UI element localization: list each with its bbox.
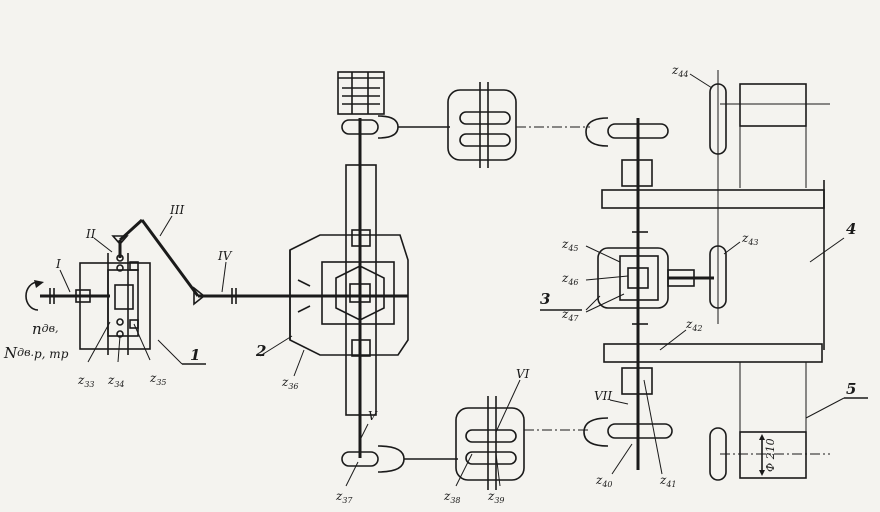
label-z34: z34 xyxy=(107,373,125,389)
top-chain-sprocket xyxy=(341,115,450,139)
label-z46: z46 xyxy=(561,271,579,287)
shaft-III-belt xyxy=(111,218,200,297)
label-shaft-V: V xyxy=(368,409,378,423)
input-shaft-I xyxy=(40,288,110,304)
label-z39: z39 xyxy=(487,489,505,505)
label-diameter: Ф 210 xyxy=(764,438,777,472)
bottom-coupling-unit xyxy=(455,396,590,490)
top-roller xyxy=(720,83,830,127)
label-z33: z33 xyxy=(77,373,95,389)
label-input-power: Nдв.p, тр xyxy=(3,344,69,362)
label-z38: z38 xyxy=(443,489,461,505)
label-shaft-VII: VII xyxy=(594,389,612,403)
label-unit-5: 5 xyxy=(846,380,856,398)
label-z44: z44 xyxy=(671,63,689,79)
bevel-gearbox-2 xyxy=(289,234,409,356)
label-z40: z40 xyxy=(595,473,613,489)
roller-5 xyxy=(709,427,830,481)
top-reservoir xyxy=(337,71,385,115)
label-z36: z36 xyxy=(281,375,299,391)
gearbox-housing-1 xyxy=(79,253,151,355)
label-unit-3: 3 xyxy=(540,290,550,308)
label-z43: z43 xyxy=(741,231,759,247)
shaft-IV xyxy=(193,286,320,306)
top-coupling-unit xyxy=(447,82,590,168)
bottom-right-sprocket xyxy=(583,367,673,447)
label-z42: z42 xyxy=(685,317,703,333)
upper-rail-4 xyxy=(601,180,825,350)
label-z45: z45 xyxy=(561,237,579,253)
work-shaft xyxy=(709,70,727,324)
vertical-frame xyxy=(345,164,377,416)
label-z37: z37 xyxy=(335,489,353,505)
bottom-chain-sprocket xyxy=(341,445,458,473)
label-input-speed: nдв, xyxy=(32,320,59,338)
label-z47: z47 xyxy=(561,307,579,323)
label-unit-4: 4 xyxy=(846,220,856,238)
top-right-sprocket xyxy=(585,117,669,187)
label-z35: z35 xyxy=(149,371,167,387)
drive-guide-lines xyxy=(739,126,807,432)
lower-rail-z42 xyxy=(603,343,823,363)
label-z41: z41 xyxy=(659,473,677,489)
label-shaft-I: I xyxy=(55,257,61,271)
input-rotation-arrow xyxy=(25,280,44,311)
label-shaft-VI: VI xyxy=(516,367,530,381)
label-shaft-III: III xyxy=(169,203,184,217)
differential-unit-3 xyxy=(597,231,714,325)
label-shaft-IV: IV xyxy=(217,249,233,263)
leader-lines xyxy=(59,73,868,487)
label-unit-2: 2 xyxy=(255,342,266,360)
label-unit-1: 1 xyxy=(190,346,200,364)
label-shaft-II: II xyxy=(85,227,96,241)
